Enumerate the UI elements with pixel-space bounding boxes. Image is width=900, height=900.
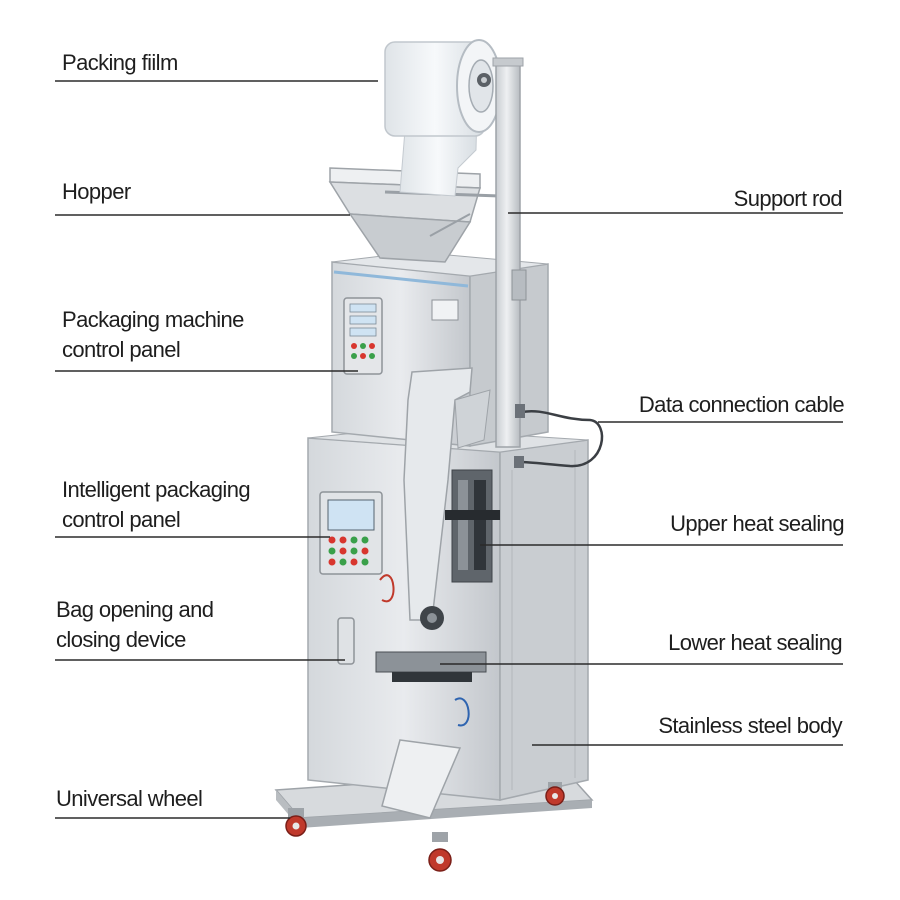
label-packing-film: Packing fiilm — [62, 48, 178, 78]
discharge-chute — [381, 739, 462, 819]
label-bag-opening-closing-device: Bag opening and closing device — [56, 595, 214, 655]
label-hopper: Hopper — [62, 177, 131, 207]
label-line: Universal wheel — [56, 786, 203, 811]
label-support-rod: Support rod — [733, 184, 843, 214]
label-line: Packaging machine — [62, 307, 244, 332]
lower-sealer-graphic — [375, 651, 487, 682]
support-rod-post — [492, 57, 527, 448]
label-universal-wheel: Universal wheel — [56, 784, 203, 814]
upper-sealer-graphic — [445, 469, 500, 583]
label-line: Bag opening and — [56, 597, 214, 622]
label-upper-heat-sealing: Upper heat sealing — [670, 509, 844, 539]
label-packaging-machine-control-panel: Packaging machine control panel — [62, 305, 244, 365]
data-cable — [519, 409, 604, 468]
label-intelligent-packaging-control-panel: Intelligent packaging control panel — [62, 475, 251, 535]
label-line: Support rod — [733, 186, 843, 211]
label-line: Data connection cable — [638, 392, 845, 417]
label-line: Hopper — [62, 179, 131, 204]
upper-control-panel-graphic — [343, 297, 383, 375]
wheel-front-left — [285, 808, 307, 837]
label-data-connection-cable: Data connection cable — [638, 390, 845, 420]
machine-illustration — [274, 39, 604, 872]
label-line: Upper heat sealing — [670, 511, 844, 536]
label-line: control panel — [62, 507, 181, 532]
wheel-back-right — [545, 782, 565, 806]
label-line: control panel — [62, 337, 181, 362]
label-line: Packing fiilm — [62, 50, 178, 75]
label-line: Stainless steel body — [658, 713, 842, 738]
label-lower-heat-sealing: Lower heat sealing — [668, 628, 842, 658]
bag-opening-lever — [337, 617, 355, 665]
lower-control-panel-graphic — [319, 491, 383, 575]
label-line: Intelligent packaging — [62, 477, 251, 502]
film-roll — [384, 39, 502, 137]
wheel-front-right — [428, 832, 452, 872]
label-line: closing device — [56, 627, 186, 652]
leader-lines — [55, 80, 843, 819]
label-line: Lower heat sealing — [668, 630, 842, 655]
label-stainless-steel-body: Stainless steel body — [658, 711, 842, 741]
forming-tube — [403, 367, 473, 621]
